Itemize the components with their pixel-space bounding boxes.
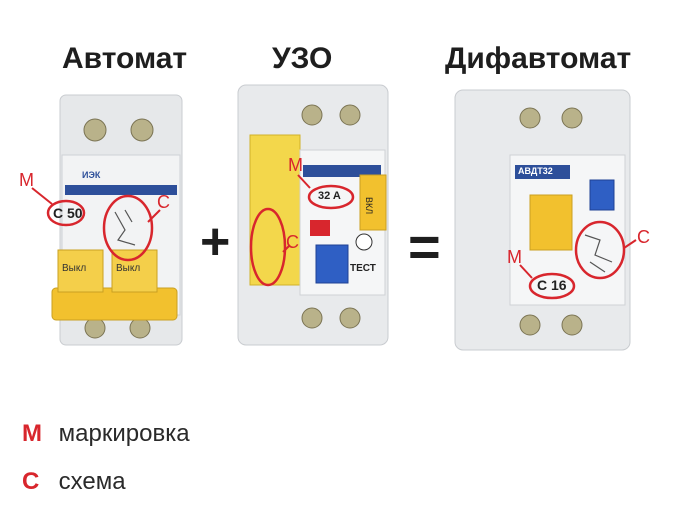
- legend-key-marking: M: [22, 420, 42, 447]
- difavtomat-model-label: АВДТ32: [518, 166, 553, 176]
- automat-lever-label-left: Выкл: [62, 263, 87, 274]
- automat-lever-label-right: Выкл: [116, 263, 141, 274]
- plus-sign: +: [200, 213, 231, 271]
- automat-marking-letter: M: [19, 170, 34, 190]
- legend-key-scheme: C: [22, 468, 40, 495]
- difavtomat-scheme-letter: C: [637, 227, 650, 247]
- title-automat: Автомат: [62, 42, 188, 75]
- difavtomat-marking-letter: M: [507, 247, 522, 267]
- legend-text-scheme: схема: [58, 468, 126, 495]
- uzo-test-button-label: ТЕСТ: [350, 263, 376, 274]
- title-difavtomat: Дифавтомат: [445, 42, 632, 75]
- difavtomat-rating: C 16: [537, 277, 567, 293]
- legend-row-scheme: C схема: [22, 468, 126, 496]
- automat-brand-label: ИЭК: [82, 170, 101, 180]
- automat-scheme-letter: C: [157, 192, 170, 212]
- uzo-rating: 32 A: [318, 190, 341, 202]
- uzo-marking-letter: M: [288, 155, 303, 175]
- title-uzo: УЗО: [272, 42, 333, 75]
- uzo-switch-label: ВКЛ: [364, 197, 374, 215]
- automat-rating: C 50: [53, 205, 83, 221]
- equals-sign: =: [408, 215, 441, 278]
- legend-row-marking: M маркировка: [22, 420, 190, 448]
- legend-text-marking: маркировка: [58, 420, 190, 447]
